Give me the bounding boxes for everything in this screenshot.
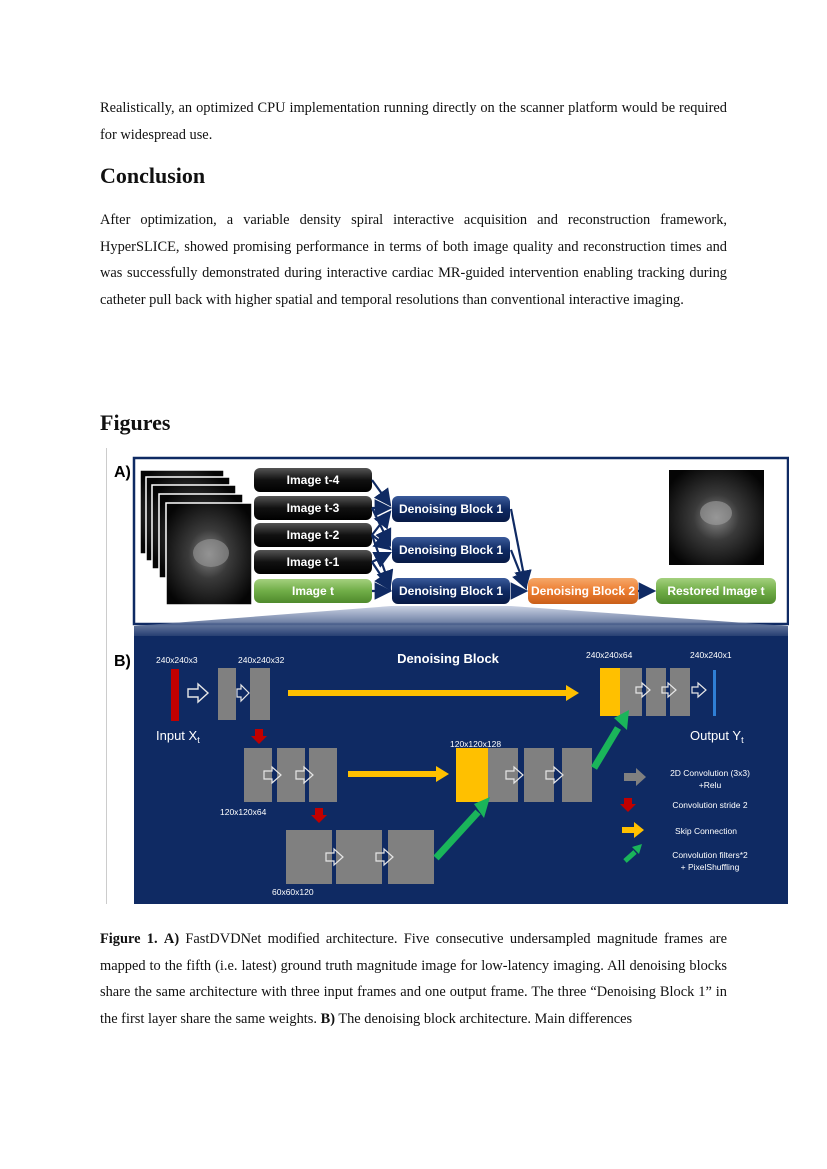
svg-text:2D Convolution (3x3): 2D Convolution (3x3) [670, 768, 750, 778]
pixelshuffle-arrow [433, 809, 481, 861]
conv-arrow [505, 765, 524, 785]
svg-text:+Relu: +Relu [699, 780, 722, 790]
conv-arrow [375, 847, 394, 867]
svg-text:Convolution stride 2: Convolution stride 2 [672, 800, 747, 810]
mri-frame-stack [139, 469, 253, 606]
feature-block [488, 748, 518, 802]
feature-block [646, 668, 666, 716]
caption-a-label: A) [163, 931, 180, 947]
paragraph-conclusion: After optimization, a variable density s… [100, 212, 727, 308]
svg-text:Restored Image t: Restored Image t [667, 584, 764, 598]
dim-60x60x120: 60x60x120 [272, 887, 314, 897]
input-label: Input Xt [156, 728, 200, 745]
dim-120x120x128: 120x120x128 [450, 739, 501, 749]
input-image-t-4: Image t-4 [254, 468, 372, 492]
skip-connection-arrow [288, 685, 579, 701]
input-image-t-3: Image t-3 [254, 496, 372, 520]
input-image-t: Image t [254, 579, 372, 603]
input-image-t-2: Image t-2 [254, 523, 372, 547]
svg-text:Denoising Block 1: Denoising Block 1 [399, 543, 503, 557]
svg-text:Denoising Block 1: Denoising Block 1 [399, 502, 503, 516]
dim-240x240x32: 240x240x32 [238, 655, 285, 665]
conv-arrow [263, 765, 282, 785]
denoising-block-1-c: Denoising Block 1 [392, 578, 510, 604]
paragraph-intro: Realistically, an optimized CPU implemen… [100, 100, 727, 143]
svg-text:Image t: Image t [292, 584, 334, 598]
feature-block [250, 668, 270, 720]
svg-text:Image t-3: Image t-3 [287, 501, 340, 515]
dim-240x240x64: 240x240x64 [586, 650, 633, 660]
legend: 2D Convolution (3x3) +Relu Convolution s… [620, 768, 750, 872]
feature-block [670, 668, 690, 716]
feature-block [218, 668, 236, 720]
figure-1: A) Image t-4 Image t-3 Image t-2 Image t… [106, 448, 789, 904]
conv-arrow [295, 765, 314, 785]
conv-arrow [635, 681, 651, 699]
feature-block [524, 748, 554, 802]
caption-b-text: The denoising block architecture. Main d… [334, 1010, 633, 1027]
restored-mri-image [669, 470, 764, 565]
denoising-block-1-a: Denoising Block 1 [392, 496, 510, 522]
svg-text:Image t-2: Image t-2 [287, 528, 340, 542]
svg-text:+ PixelShuffling: + PixelShuffling [681, 862, 740, 872]
figure-caption: Figure 1. A) FastDVDNet modified archite… [100, 926, 727, 1032]
denoising-block-title: Denoising Block [397, 651, 500, 666]
panel-a-label: A) [114, 464, 131, 481]
output-tensor [713, 670, 716, 716]
feature-block [388, 830, 434, 884]
zoom-trapezoid [134, 606, 788, 636]
feature-block [244, 748, 272, 802]
pixelshuffle-arrow [590, 726, 622, 770]
output-label: Output Yt [690, 728, 744, 745]
denoising-block-2: Denoising Block 2 [528, 578, 638, 604]
input-image-t-1: Image t-1 [254, 550, 372, 574]
conv-arrow [691, 681, 707, 699]
dim-240x240x1: 240x240x1 [690, 650, 732, 660]
svg-text:Image t-4: Image t-4 [287, 473, 340, 487]
concat-block [456, 748, 488, 802]
panel-a-connectors [370, 479, 657, 600]
svg-text:Skip Connection: Skip Connection [675, 826, 737, 836]
svg-text:Image t-1: Image t-1 [287, 555, 340, 569]
caption-b-label: B) [320, 1010, 335, 1027]
figures-heading: Figures [100, 410, 171, 435]
stride-arrow [311, 808, 327, 823]
input-tensor [171, 669, 179, 721]
svg-text:Convolution filters*2: Convolution filters*2 [672, 850, 748, 860]
caption-fig-label: Figure 1. [100, 931, 158, 947]
feature-block [620, 668, 642, 716]
dim-240x240x3: 240x240x3 [156, 655, 198, 665]
conv-arrow [325, 847, 344, 867]
restored-image-t: Restored Image t [656, 578, 776, 604]
conv-arrow [661, 681, 677, 699]
caption-a-text: FastDVDNet modified architecture. Five c… [100, 931, 727, 1027]
conv-arrow [545, 765, 564, 785]
svg-text:Denoising Block 2: Denoising Block 2 [531, 584, 635, 598]
svg-text:Denoising Block 1: Denoising Block 1 [399, 584, 503, 598]
stride-arrow [251, 729, 267, 744]
denoising-block-1-b: Denoising Block 1 [392, 537, 510, 563]
panel-b-label: B) [114, 653, 131, 670]
concat-block [600, 668, 620, 716]
feature-block [562, 748, 592, 802]
conv-arrow [236, 683, 250, 703]
skip-connection-arrow [348, 766, 449, 782]
feature-block [286, 830, 332, 884]
conv-arrow [187, 682, 210, 704]
conclusion-heading: Conclusion [100, 163, 206, 188]
dim-120x120x64: 120x120x64 [220, 807, 267, 817]
